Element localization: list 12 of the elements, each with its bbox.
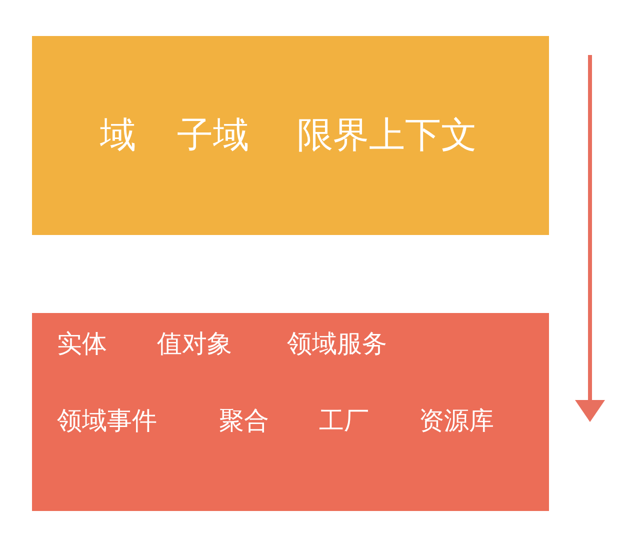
term-label: 限界上下文 <box>297 118 477 154</box>
term-label: 值对象 <box>157 330 232 356</box>
term-label: 资源库 <box>419 408 494 432</box>
term-label: 领域事件 <box>57 408 157 432</box>
term-label: 工厂 <box>319 408 369 432</box>
term-label: 子域 <box>177 118 249 154</box>
concept-panel <box>32 313 549 511</box>
term-label: 实体 <box>57 330 107 356</box>
term-label: 聚合 <box>219 408 269 432</box>
term-label: 领域服务 <box>287 330 387 356</box>
term-label: 域 <box>100 118 136 154</box>
concept-panel <box>32 36 549 235</box>
